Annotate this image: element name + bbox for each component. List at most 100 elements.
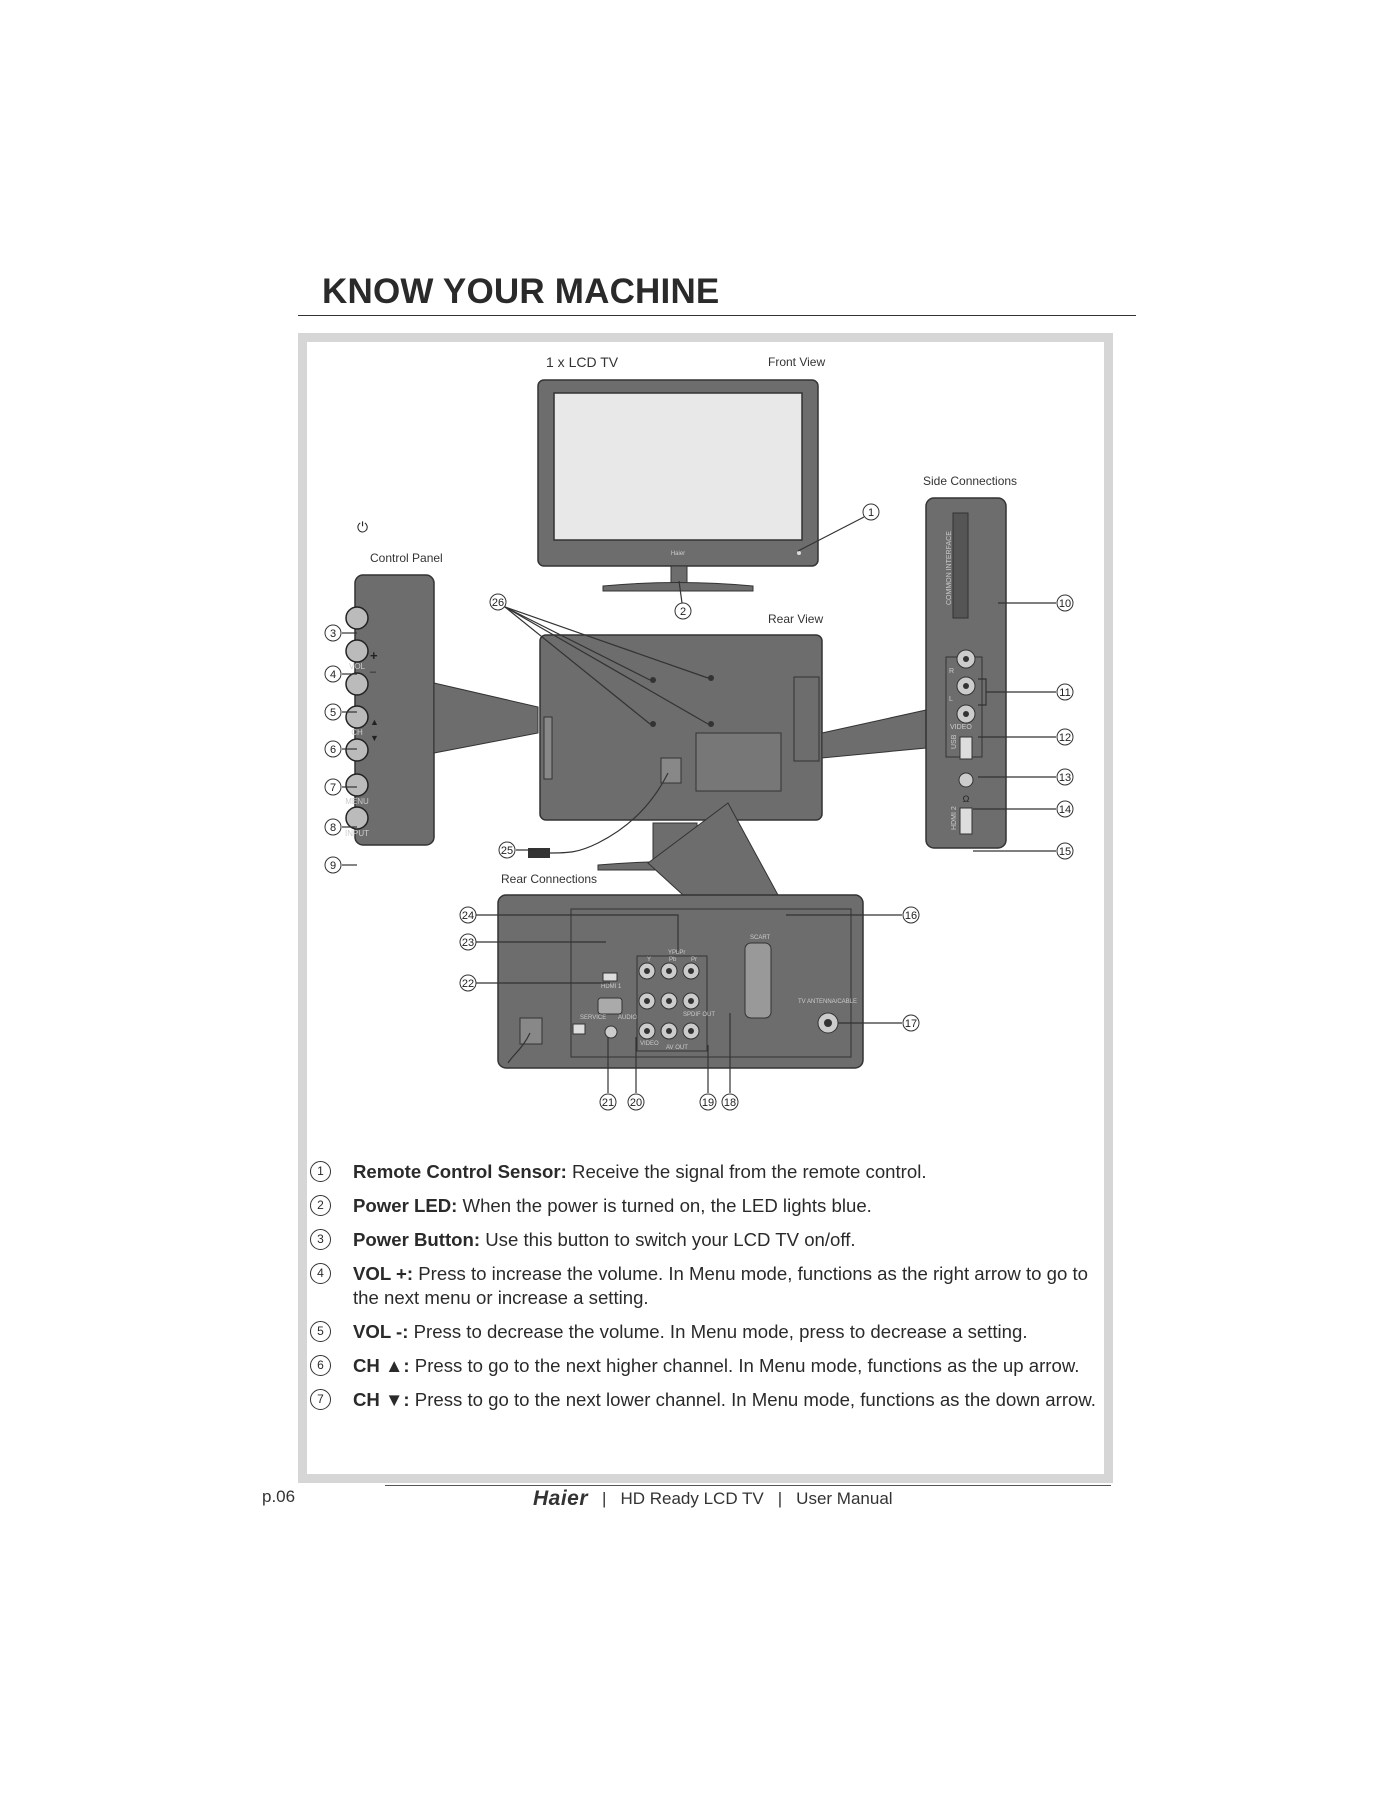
audio-jack xyxy=(604,1025,618,1039)
menu-label: MENU xyxy=(345,797,369,806)
callout-26: 26 xyxy=(492,597,504,609)
callout-markers: 1 2 3 4 5 6 7 8 9 10 11 12 13 14 15 16 1… xyxy=(324,503,1074,1111)
callout-15: 15 xyxy=(1059,846,1071,858)
antenna-label: TV ANTENNA/CABLE xyxy=(798,999,857,1005)
headphone-icon: Ω xyxy=(963,794,970,804)
callout-11: 11 xyxy=(1059,687,1070,699)
callout-17: 17 xyxy=(905,1018,917,1030)
page-title: KNOW YOUR MACHINE xyxy=(322,272,720,311)
legend-term: CH ▲: xyxy=(353,1355,410,1376)
callout-7: 7 xyxy=(330,782,336,794)
legend-item: 7 CH ▼: Press to go to the next lower ch… xyxy=(310,1388,1100,1412)
ch-down-button[interactable] xyxy=(345,738,369,762)
tv-front-view: Haier xyxy=(537,379,819,592)
control-panel: ⏻ + VOL – ▲ CH ▼ MENU INPUT xyxy=(345,519,539,846)
legend-term: Remote Control Sensor: xyxy=(353,1161,567,1182)
rear-connections-label: Rear Connections xyxy=(501,872,597,886)
legend-item: 6 CH ▲: Press to go to the next higher c… xyxy=(310,1354,1100,1378)
legend-number: 4 xyxy=(310,1263,331,1284)
spdif-label: SPDIF OUT xyxy=(683,1012,715,1018)
callout-24: 24 xyxy=(462,910,474,922)
legend-item: 1 Remote Control Sensor: Receive the sig… xyxy=(310,1160,1100,1184)
callout-16: 16 xyxy=(905,910,917,922)
headphone-jack xyxy=(958,772,974,788)
legend-term: VOL -: xyxy=(353,1321,409,1342)
callout-25: 25 xyxy=(501,845,513,857)
callout-12: 12 xyxy=(1059,732,1071,744)
control-panel-label: Control Panel xyxy=(370,551,443,565)
menu-button[interactable] xyxy=(345,773,369,797)
callout-13: 13 xyxy=(1059,772,1071,784)
bezel-logo: Haier xyxy=(671,551,685,557)
pb-label: Pb xyxy=(669,957,677,963)
usb-port xyxy=(959,736,973,760)
legend-number: 1 xyxy=(310,1161,331,1182)
av-out-label: AV OUT xyxy=(666,1045,688,1051)
r-label: R xyxy=(949,668,954,675)
input-button[interactable] xyxy=(345,806,369,830)
scart-port xyxy=(744,942,772,1019)
legend-term: Power Button: xyxy=(353,1229,481,1250)
callout-5: 5 xyxy=(330,707,336,719)
service-label: SERVICE xyxy=(580,1015,606,1021)
callout-3: 3 xyxy=(330,628,336,640)
hdmi1-port xyxy=(602,972,618,982)
legend-item: 2 Power LED: When the power is turned on… xyxy=(310,1194,1100,1218)
callout-14: 14 xyxy=(1059,804,1071,816)
callout-18: 18 xyxy=(724,1097,736,1109)
legend-item: 4 VOL +: Press to increase the volume. I… xyxy=(310,1262,1100,1310)
power-button[interactable] xyxy=(345,606,369,630)
legend-desc: Press to decrease the volume. In Menu mo… xyxy=(408,1321,1028,1342)
legend-number: 2 xyxy=(310,1195,331,1216)
scart-label: SCART xyxy=(750,935,771,941)
callout-8: 8 xyxy=(330,822,336,834)
title-divider xyxy=(298,315,1136,316)
callout-21: 21 xyxy=(602,1097,614,1109)
side-video-label: VIDEO xyxy=(950,724,972,731)
legend-list: 1 Remote Control Sensor: Receive the sig… xyxy=(310,1160,1100,1422)
legend-item: 3 Power Button: Use this button to switc… xyxy=(310,1228,1100,1252)
callout-23: 23 xyxy=(462,937,474,949)
footer-separator: | xyxy=(602,1489,607,1508)
front-view-label: Front View xyxy=(768,355,825,369)
y-label: Y xyxy=(647,957,651,963)
callout-4: 4 xyxy=(330,669,336,681)
tv-diagram: .lbl{font-size:12px;fill:#333;} .lbl-lg{… xyxy=(324,354,1074,1111)
lcd-tv-label: 1 x LCD TV xyxy=(546,354,619,370)
ch-up-button[interactable] xyxy=(345,705,369,729)
ch-label: CH xyxy=(351,728,363,737)
legend-number: 3 xyxy=(310,1229,331,1250)
vol-down-button[interactable] xyxy=(345,672,369,696)
legend-desc: Press to go to the next higher channel. … xyxy=(409,1355,1080,1376)
legend-desc: Receive the signal from the remote contr… xyxy=(566,1161,927,1182)
ypbpr-label: YPbPr xyxy=(668,950,685,956)
ch-up-arrow-icon: ▲ xyxy=(370,717,379,727)
callout-20: 20 xyxy=(630,1097,642,1109)
hdmi2-port xyxy=(959,807,973,835)
rear-view-label: Rear View xyxy=(768,612,823,626)
input-label: INPUT xyxy=(345,829,369,838)
footer-product: HD Ready LCD TV xyxy=(620,1489,764,1508)
callout-1: 1 xyxy=(868,507,874,519)
vol-up-button[interactable] xyxy=(345,639,369,663)
ch-down-arrow-icon: ▼ xyxy=(370,733,379,743)
tv-rear-view xyxy=(528,634,823,871)
service-port xyxy=(597,997,623,1015)
audio-label: AUDIO xyxy=(618,1015,637,1021)
legend-term: VOL +: xyxy=(353,1263,414,1284)
pr-label: Pr xyxy=(691,957,697,963)
legend-desc: Use this button to switch your LCD TV on… xyxy=(480,1229,856,1250)
callout-2: 2 xyxy=(680,606,686,618)
footer-separator: | xyxy=(777,1489,783,1508)
side-connections-label: Side Connections xyxy=(923,474,1017,488)
legend-desc: Press to go to the next lower channel. I… xyxy=(409,1389,1096,1410)
callout-10: 10 xyxy=(1059,598,1071,610)
callout-22: 22 xyxy=(462,978,474,990)
vol-plus-label: + xyxy=(370,648,378,663)
remote-sensor-dot xyxy=(797,551,801,555)
callout-lines xyxy=(342,516,1056,1093)
usb-label: USB xyxy=(951,734,958,749)
footer-divider xyxy=(385,1485,1111,1486)
legend-desc: Press to increase the volume. In Menu mo… xyxy=(353,1263,1088,1308)
footer-doc: User Manual xyxy=(796,1489,893,1508)
